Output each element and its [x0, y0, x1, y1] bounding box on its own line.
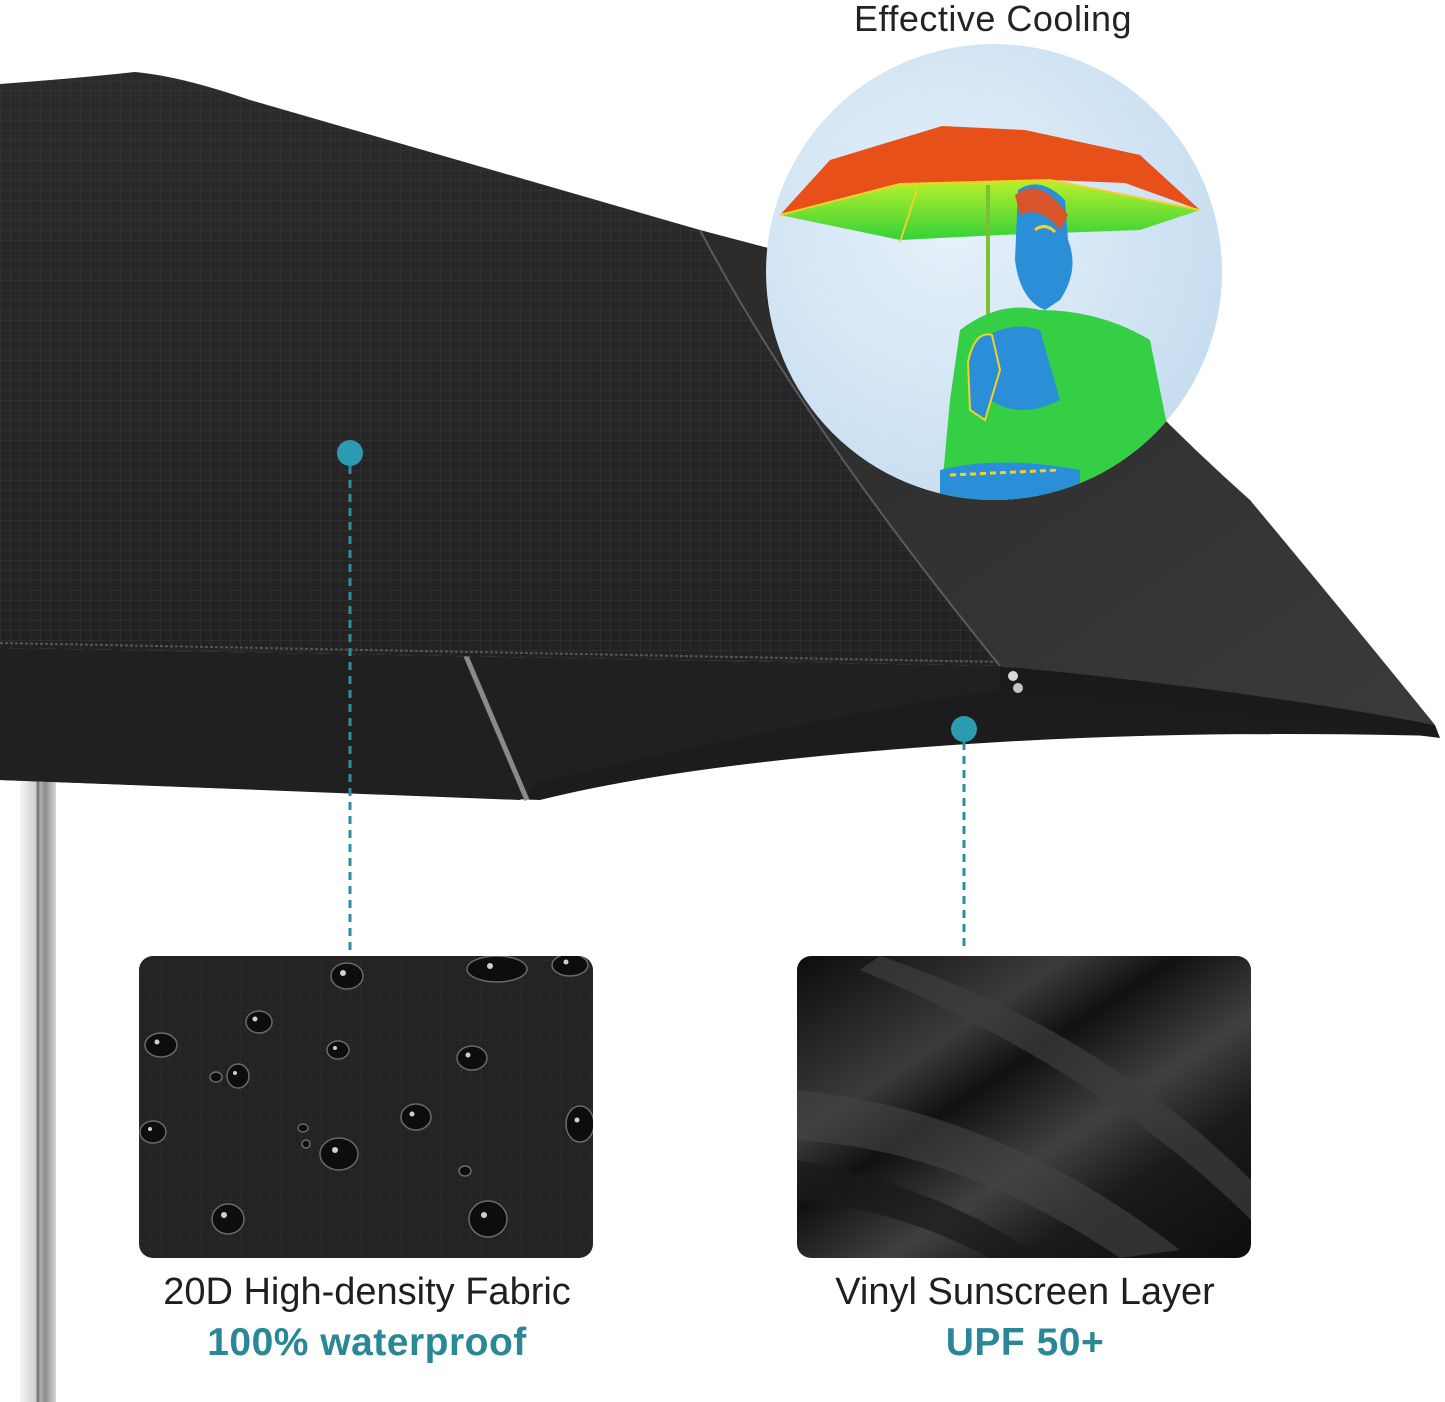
section-title: Effective Cooling	[854, 0, 1132, 39]
rib-tip	[1008, 671, 1018, 681]
feature-fabric-highlight: 100% waterproof	[207, 1321, 527, 1364]
vinyl-fabric-swatch	[797, 956, 1251, 1258]
feature-fabric-label: 20D High-density Fabric	[163, 1271, 571, 1313]
feature-sunscreen-label: Vinyl Sunscreen Layer	[835, 1271, 1215, 1313]
sunscreen-marker	[951, 716, 977, 952]
waterproof-fabric-swatch	[139, 956, 593, 1258]
fabric-marker	[337, 440, 363, 952]
thermal-image-circle	[766, 44, 1222, 500]
feature-sunscreen-highlight: UPF 50+	[945, 1321, 1105, 1364]
